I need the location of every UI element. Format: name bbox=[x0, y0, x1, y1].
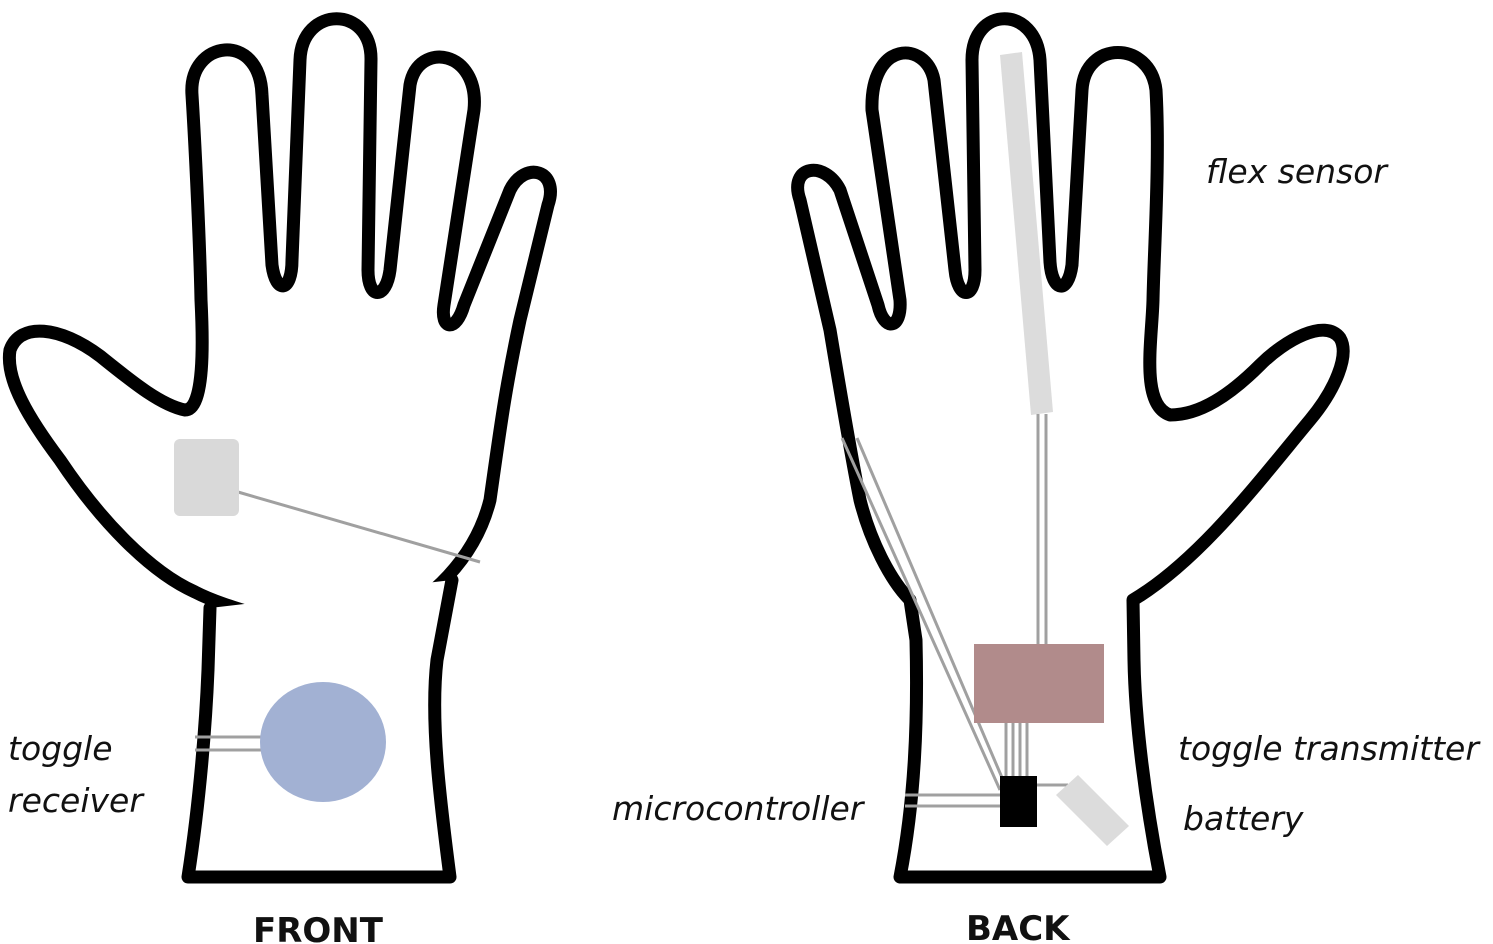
toggle-transmitter bbox=[974, 644, 1104, 723]
front-hand-outline bbox=[2, 12, 557, 633]
toggle-transmitter-label: toggle transmitter bbox=[1178, 729, 1481, 768]
battery-label: battery bbox=[1183, 799, 1304, 838]
toggle-receiver-label-line1: toggle bbox=[8, 729, 113, 768]
toggle-receiver bbox=[260, 682, 386, 802]
side-wire-outer bbox=[840, 437, 1002, 791]
front-sensor-pad bbox=[174, 439, 239, 516]
front-view: toggle receiver FRONT bbox=[2, 12, 557, 944]
back-hand-outline bbox=[791, 12, 1350, 884]
microcontroller bbox=[1000, 776, 1037, 827]
flex-sensor-label: flex sensor bbox=[1206, 152, 1389, 191]
front-pad-wire bbox=[237, 490, 481, 564]
back-view: flex sensor toggle transmitter microcont… bbox=[612, 12, 1481, 944]
microcontroller-label: microcontroller bbox=[612, 789, 866, 828]
toggle-receiver-label-line2: receiver bbox=[8, 781, 145, 820]
back-caption: BACK bbox=[966, 909, 1071, 944]
front-caption: FRONT bbox=[253, 911, 384, 944]
flex-sensor bbox=[1000, 52, 1053, 415]
battery bbox=[1056, 775, 1129, 846]
